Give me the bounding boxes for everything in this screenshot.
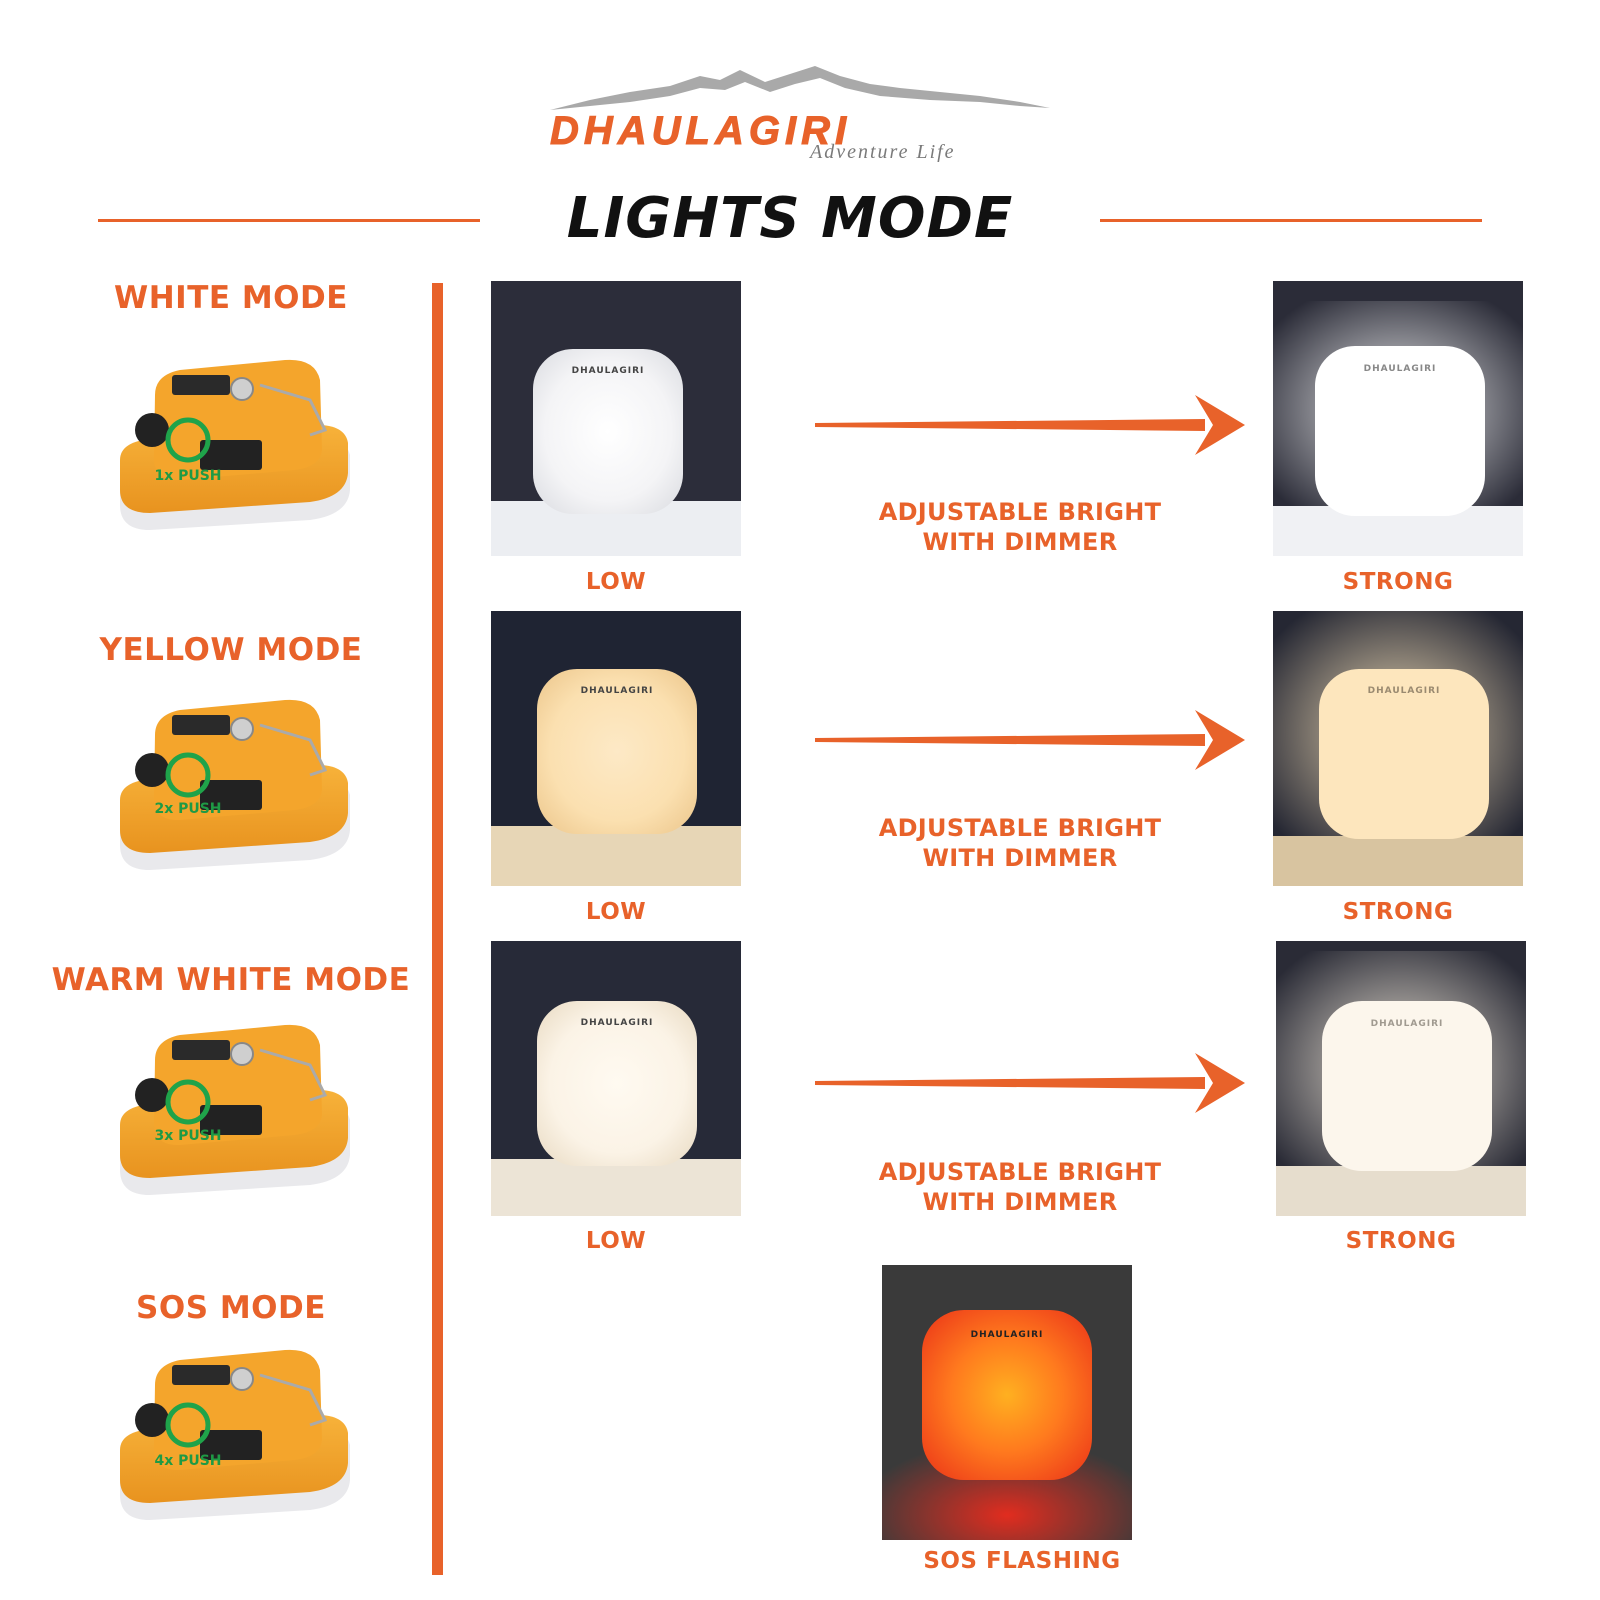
dimmer-note-white: ADJUSTABLE BRIGHT WITH DIMMER bbox=[878, 498, 1162, 556]
dimmer-note-warm-white: ADJUSTABLE BRIGHT WITH DIMMER bbox=[878, 1158, 1162, 1216]
caption-strong-warm-white: STRONG bbox=[1345, 1228, 1457, 1254]
mode-title-yellow: YELLOW MODE bbox=[99, 632, 363, 668]
svg-text:DHAULAGIRI: DHAULAGIRI bbox=[1364, 364, 1437, 374]
push-count-label: 3x PUSH bbox=[154, 1128, 221, 1144]
right-arrow-icon bbox=[815, 1048, 1255, 1118]
right-arrow-icon bbox=[815, 390, 1255, 460]
photo-warm-white-strong: DHAULAGIRI bbox=[1276, 941, 1526, 1216]
photo-yellow-low: DHAULAGIRI bbox=[491, 611, 741, 886]
svg-text:DHAULAGIRI: DHAULAGIRI bbox=[581, 686, 654, 696]
device-image-sos: 4x PUSH bbox=[110, 1345, 360, 1535]
dimmer-note-yellow: ADJUSTABLE BRIGHT WITH DIMMER bbox=[878, 814, 1162, 872]
push-count-label: 4x PUSH bbox=[154, 1453, 221, 1469]
right-arrow-icon bbox=[815, 705, 1255, 775]
push-button-ring-icon bbox=[165, 752, 211, 798]
mode-title-warm-white: WARM WHITE MODE bbox=[51, 962, 411, 998]
device-image-yellow: 2x PUSH bbox=[110, 695, 360, 885]
caption-sos-flashing: SOS FLASHING bbox=[923, 1548, 1121, 1574]
mode-title-white: WHITE MODE bbox=[114, 280, 348, 316]
device-image-white: 1x PUSH bbox=[110, 355, 360, 545]
photo-white-strong: DHAULAGIRI bbox=[1273, 281, 1523, 556]
push-count-label: 2x PUSH bbox=[154, 801, 221, 817]
caption-low-white: LOW bbox=[585, 569, 647, 595]
svg-text:DHAULAGIRI: DHAULAGIRI bbox=[971, 1330, 1044, 1340]
caption-strong-white: STRONG bbox=[1342, 569, 1454, 595]
title-rule-right bbox=[1100, 219, 1482, 222]
caption-low-warm-white: LOW bbox=[585, 1228, 647, 1254]
brand-logo: DHAULAGIRI Adventure Life bbox=[550, 62, 1050, 163]
svg-text:DHAULAGIRI: DHAULAGIRI bbox=[1368, 686, 1441, 696]
photo-white-low: DHAULAGIRI bbox=[491, 281, 741, 556]
brand-tagline: Adventure Life bbox=[808, 141, 956, 162]
push-count-label: 1x PUSH bbox=[154, 468, 221, 484]
caption-strong-yellow: STRONG bbox=[1342, 899, 1454, 925]
brand-name: DHAULAGIRI bbox=[550, 109, 851, 153]
svg-text:DHAULAGIRI: DHAULAGIRI bbox=[581, 1018, 654, 1028]
photo-sos: DHAULAGIRI bbox=[882, 1265, 1132, 1540]
push-button-ring-icon bbox=[165, 417, 211, 463]
svg-text:DHAULAGIRI: DHAULAGIRI bbox=[572, 366, 645, 376]
photo-yellow-strong: DHAULAGIRI bbox=[1273, 611, 1523, 886]
title-rule-left bbox=[98, 219, 480, 222]
push-button-ring-icon bbox=[165, 1079, 211, 1125]
device-image-warm-white: 3x PUSH bbox=[110, 1020, 360, 1210]
photo-warm-white-low: DHAULAGIRI bbox=[491, 941, 741, 1216]
svg-text:DHAULAGIRI: DHAULAGIRI bbox=[1371, 1019, 1444, 1029]
caption-low-yellow: LOW bbox=[585, 899, 647, 925]
push-button-ring-icon bbox=[165, 1402, 211, 1448]
vertical-divider bbox=[432, 283, 443, 1575]
page-title: LIGHTS MODE bbox=[566, 186, 1014, 251]
mode-title-sos: SOS MODE bbox=[136, 1290, 326, 1326]
mountain-logo-icon: DHAULAGIRI Adventure Life bbox=[550, 66, 1050, 163]
